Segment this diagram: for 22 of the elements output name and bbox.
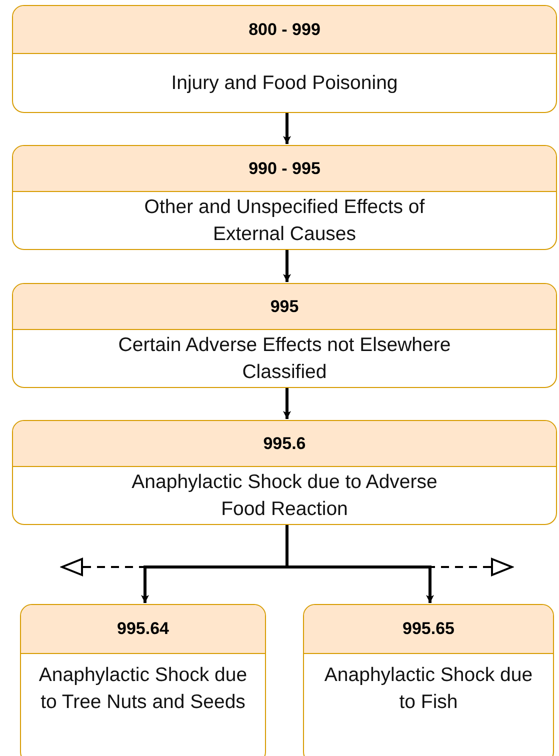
code-number: 990 - 995	[248, 158, 320, 178]
code-box	[12, 283, 557, 388]
code-description: Other and Unspecified Effects of External Causes	[143, 194, 426, 246]
code-box	[303, 604, 554, 756]
code-number: 995.6	[263, 434, 306, 454]
code-number: 995.65	[402, 619, 454, 639]
code-description: Anaphylactic Shock due to Tree Nuts and Seeds	[38, 662, 248, 714]
code-description: Injury and Food Poisoning	[171, 70, 398, 96]
code-description: Certain Adverse Effects not Elsewhere Classified	[117, 332, 452, 384]
code-box	[12, 420, 557, 525]
code-number: 995	[270, 296, 299, 316]
code-box	[12, 145, 557, 250]
code-number: 995.64	[117, 619, 169, 639]
arrow	[283, 250, 291, 282]
arrow	[283, 388, 291, 419]
arrow	[283, 113, 291, 144]
arrow	[286, 525, 434, 603]
code-description: Anaphylactic Shock due to Fish	[323, 662, 534, 714]
code-box	[12, 5, 557, 113]
code-number: 800 - 999	[248, 20, 320, 40]
code-box	[20, 604, 266, 756]
code-description: Anaphylactic Shock due to Adverse Food Reaction	[130, 470, 438, 522]
